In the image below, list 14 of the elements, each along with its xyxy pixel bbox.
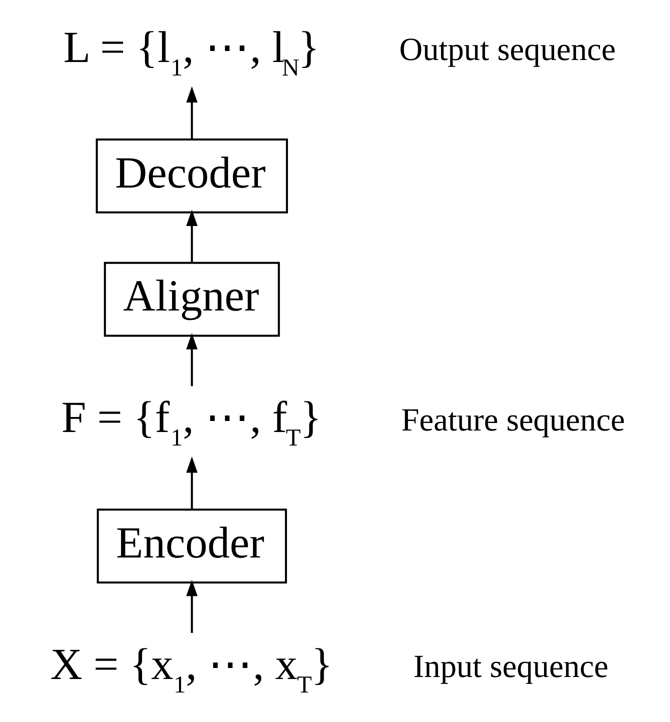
node-box: Encoder [96,508,287,584]
node-text: F = {f$_{1}$, ⋯, f$_{T}$} [61,392,322,452]
node-label: Feature sequence [401,401,625,438]
arrow [186,210,198,263]
arrow [186,86,198,140]
arrow [186,456,198,510]
node-box: Decoder [96,138,288,214]
arrow [186,580,198,633]
node-label: Output sequence [399,31,616,68]
node-text: X = {x$_{1}$, ⋯, x$_{T}$} [50,638,333,698]
arrow [186,333,198,386]
node-label: Input sequence [413,648,608,684]
node-box: Aligner [104,262,280,337]
node-text: L = {l$_{1}$, ⋯, l$_{N}$} [63,22,320,82]
